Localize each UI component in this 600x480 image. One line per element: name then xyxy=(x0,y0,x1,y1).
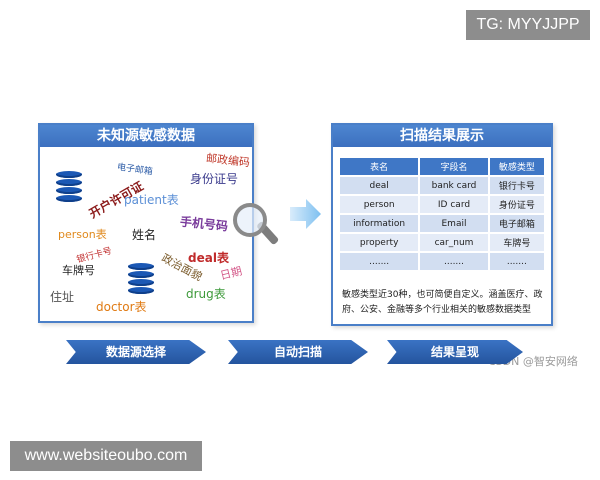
table-cell: 电子邮箱 xyxy=(489,215,544,232)
table-cell: person xyxy=(340,196,419,213)
table-cell: car_num xyxy=(420,234,488,251)
table-cell: 车牌号 xyxy=(489,234,544,251)
table-cell: ....... xyxy=(420,253,488,270)
table-row: ....... ....... ....... xyxy=(340,253,544,270)
word-drug-table: drug表 xyxy=(186,287,226,301)
description-line: 敏感类型近30种，也可简便自定义。涵盖医疗、政 xyxy=(342,290,543,300)
database-icon xyxy=(128,263,154,295)
table-cell: property xyxy=(340,234,419,251)
table-cell: bank card xyxy=(420,177,488,194)
table-cell: deal xyxy=(340,177,419,194)
step-auto-scan: 自动扫描 xyxy=(228,340,368,364)
database-icon xyxy=(56,171,82,203)
word-plate: 车牌号 xyxy=(62,264,95,277)
table-row: information Email 电子邮箱 xyxy=(340,215,544,232)
unknown-source-panel: 未知源敏感数据 电子邮箱 邮政编码 开户许可证 patient表 身份证号 手机… xyxy=(38,123,254,323)
word-email: 电子邮箱 xyxy=(116,162,154,178)
table-row: person ID card 身份证号 xyxy=(340,196,544,213)
step-result-display: 结果呈现 xyxy=(387,340,523,364)
word-doctor-table: doctor表 xyxy=(96,300,147,314)
column-header: 表名 xyxy=(340,158,419,175)
table-row: deal bank card 银行卡号 xyxy=(340,177,544,194)
word-address: 住址 xyxy=(50,290,75,304)
word-name: 姓名 xyxy=(132,228,157,242)
table-cell: ....... xyxy=(489,253,544,270)
scan-result-title: 扫描结果展示 xyxy=(333,125,551,147)
result-description: 敏感类型近30种，也可简便自定义。涵盖医疗、政 府、公安、金融等多个行业相关的敏… xyxy=(342,288,547,318)
unknown-source-title: 未知源敏感数据 xyxy=(40,125,252,147)
result-table: 表名 字段名 敏感类型 deal bank card 银行卡号 person I… xyxy=(338,156,546,272)
column-header: 敏感类型 xyxy=(489,158,544,175)
step-data-source-select: 数据源选择 xyxy=(66,340,206,364)
word-postcode: 邮政编码 xyxy=(205,151,251,170)
table-header-row: 表名 字段名 敏感类型 xyxy=(340,158,544,175)
telegram-watermark: TG: MYYJJPP xyxy=(466,10,590,40)
table-cell: ....... xyxy=(340,253,419,270)
magnifier-icon xyxy=(233,203,267,237)
table-cell: information xyxy=(340,215,419,232)
table-row: property car_num 车牌号 xyxy=(340,234,544,251)
arrow-right-icon xyxy=(290,199,321,229)
table-cell: 银行卡号 xyxy=(489,177,544,194)
table-cell: 身份证号 xyxy=(489,196,544,213)
description-line: 府、公安、金融等多个行业相关的敏感数据类型 xyxy=(342,305,532,315)
scan-result-panel: 扫描结果展示 表名 字段名 敏感类型 deal bank card 银行卡号 p… xyxy=(331,123,553,326)
column-header: 字段名 xyxy=(420,158,488,175)
website-watermark: www.websiteoubo.com xyxy=(10,441,202,471)
word-id-number: 身份证号 xyxy=(190,172,239,186)
word-deal-table: deal表 xyxy=(188,251,229,265)
word-person-table: person表 xyxy=(58,228,107,241)
word-mobile: 手机号码 xyxy=(179,214,229,234)
table-cell: Email xyxy=(420,215,488,232)
table-cell: ID card xyxy=(420,196,488,213)
word-patient-table: patient表 xyxy=(124,193,179,207)
